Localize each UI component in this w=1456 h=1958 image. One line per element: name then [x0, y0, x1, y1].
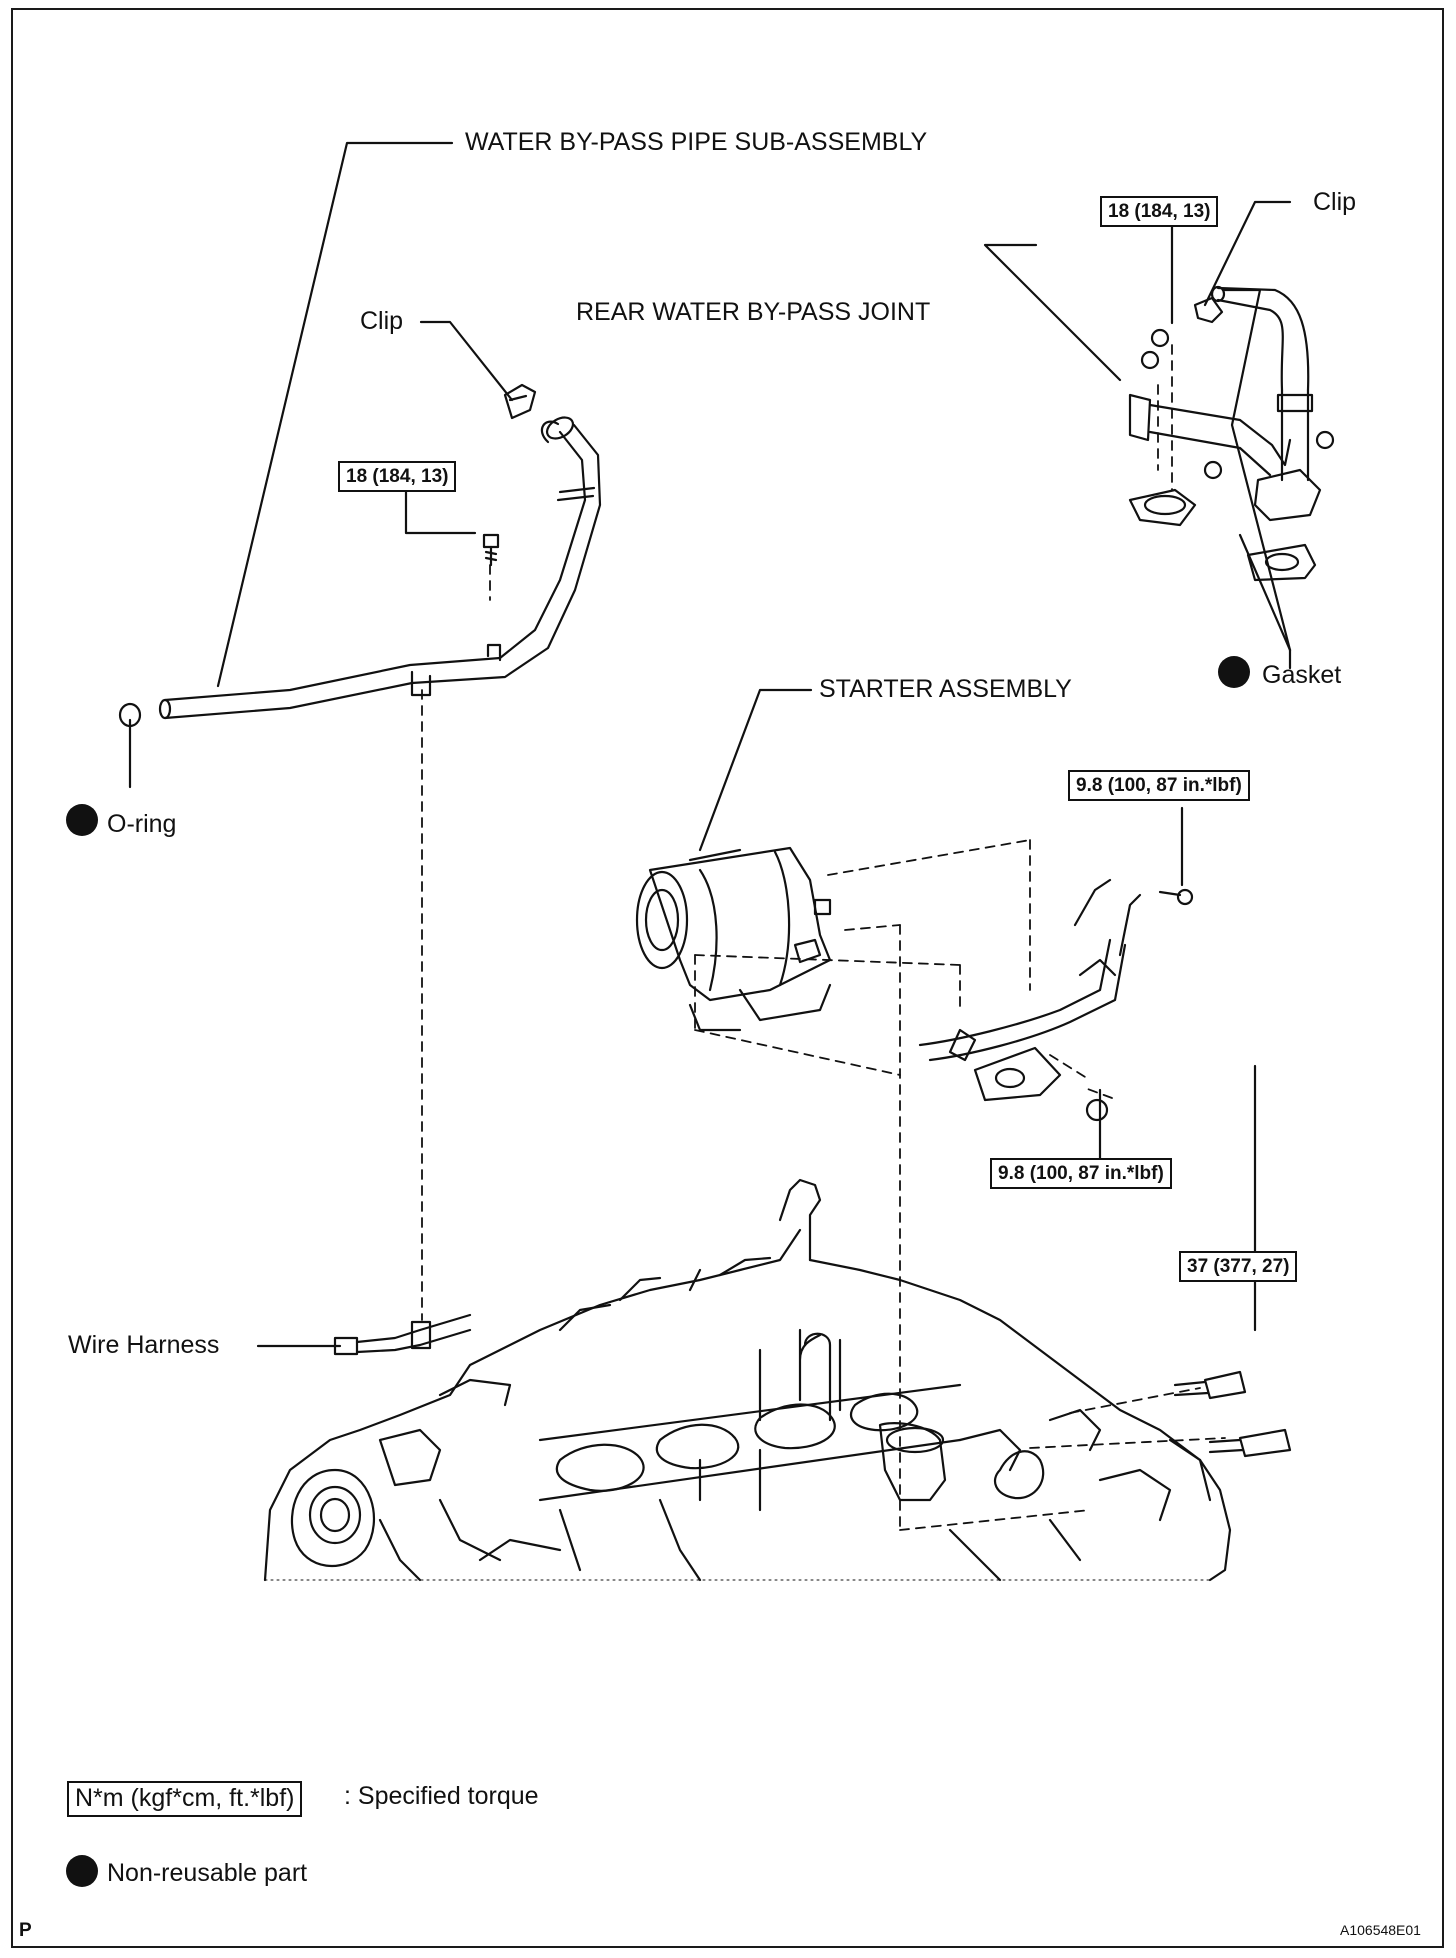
starter-mount-bolts: [1173, 1370, 1292, 1458]
label-wire-harness: Wire Harness: [68, 1331, 220, 1359]
legend-nonreusable-desc: Non-reusable part: [107, 1859, 308, 1887]
gasket-nonreusable-dot: [1218, 656, 1250, 688]
diagram-frame: [11, 8, 1444, 1948]
torque-starter-upper: 9.8 (100, 87 in.*lbf): [1068, 770, 1250, 801]
alignment-dashes: [421, 344, 1226, 1531]
wire-harness-connector: [333, 1313, 472, 1356]
torque-joint-nut: 18 (184, 13): [1100, 196, 1219, 227]
torque-pipe-bolt: 18 (184, 13): [338, 461, 457, 492]
label-oring: O-ring: [107, 810, 177, 838]
rear-joint: [1128, 285, 1335, 582]
water-bypass-pipe: [158, 416, 602, 720]
torque-starter-mount: 37 (377, 27): [1179, 1251, 1298, 1282]
label-clip-left: Clip: [360, 307, 404, 335]
figure-id: A106548E01: [1340, 1922, 1421, 1938]
label-gasket: Gasket: [1262, 661, 1342, 689]
label-rear-joint: REAR WATER BY-PASS JOINT: [576, 298, 931, 326]
corner-letter: P: [19, 1920, 32, 1941]
label-starter: STARTER ASSEMBLY: [819, 675, 1072, 703]
starter-assembly: [635, 846, 832, 1032]
o-ring: [118, 702, 142, 728]
label-clip-right: Clip: [1313, 188, 1357, 216]
starter-harness: [918, 878, 1194, 1122]
oring-nonreusable-dot: [66, 804, 98, 836]
pipe-clip: [503, 383, 537, 420]
legend-torque-unit: N*m (kgf*cm, ft.*lbf): [67, 1781, 303, 1817]
torque-starter-lower: 9.8 (100, 87 in.*lbf): [990, 1158, 1172, 1189]
label-water-bypass-pipe: WATER BY-PASS PIPE SUB-ASSEMBLY: [465, 128, 928, 156]
joint-clip: [1193, 296, 1224, 324]
engine-block: [263, 1178, 1232, 1582]
legend-nonreusable-dot: [66, 1855, 98, 1887]
pipe-bolt: [482, 533, 500, 567]
legend-torque-desc: : Specified torque: [344, 1782, 539, 1810]
